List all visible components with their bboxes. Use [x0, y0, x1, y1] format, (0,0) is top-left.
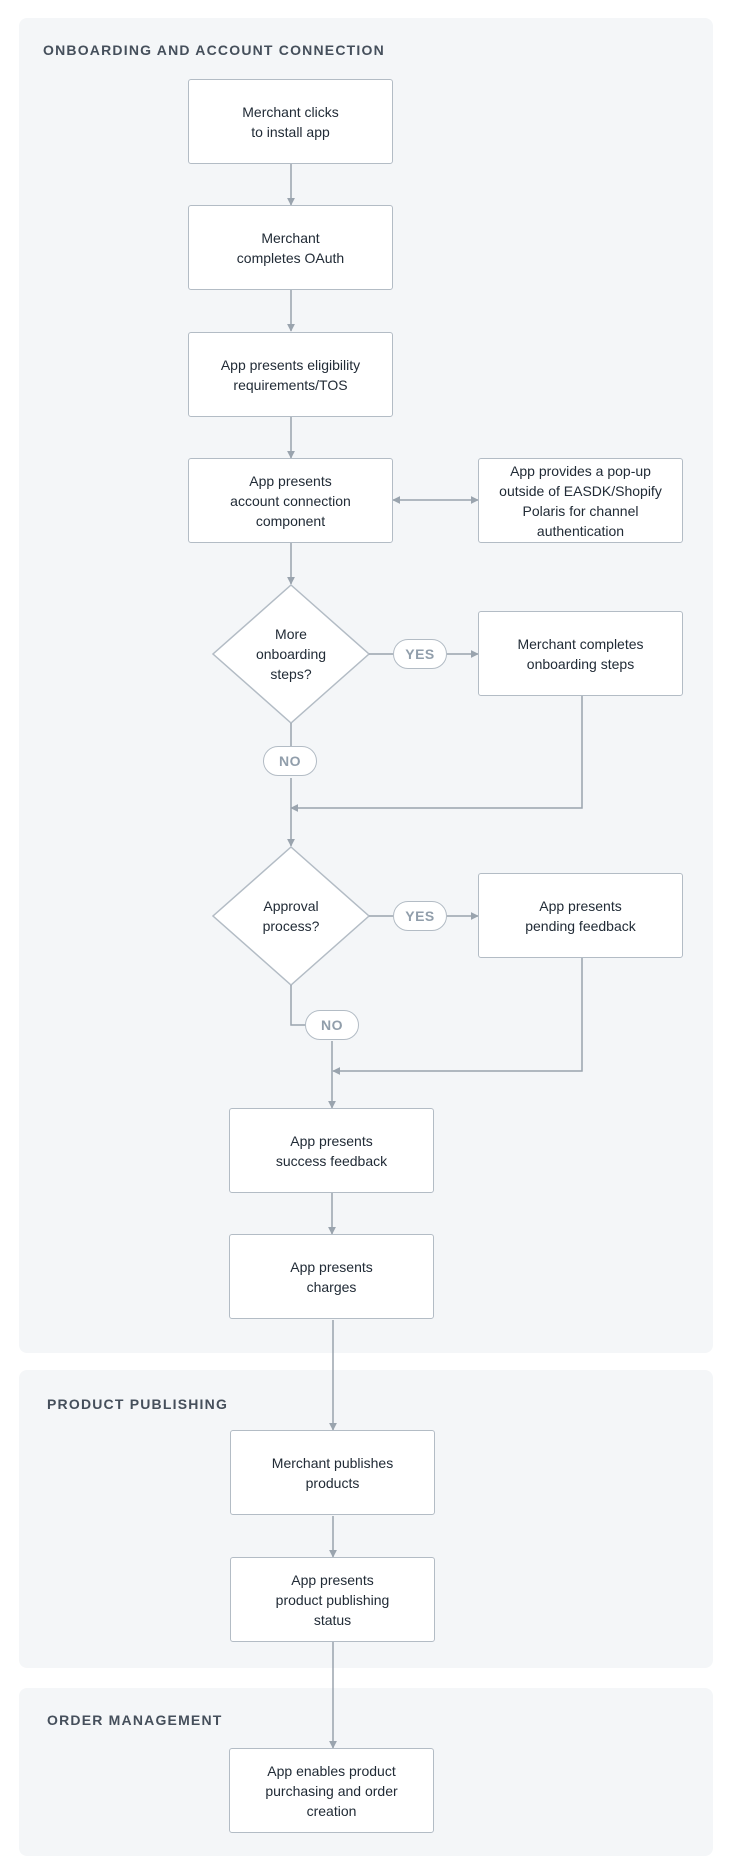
label-no-more-steps: NO	[263, 746, 317, 776]
node-merchant-completes-steps: Merchant completes onboarding steps	[478, 611, 683, 696]
node-merchant-publishes-products: Merchant publishes products	[230, 1430, 435, 1515]
node-merchant-clicks-install: Merchant clicks to install app	[188, 79, 393, 164]
node-enables-product-purchasing: App enables product purchasing and order…	[229, 1748, 434, 1833]
node-account-connection: App presents account connection componen…	[188, 458, 393, 543]
line-complete-return	[290, 696, 583, 812]
node-pending-feedback: App presents pending feedback	[478, 873, 683, 958]
label-no-approval: NO	[305, 1010, 359, 1040]
line-pending-return	[332, 958, 583, 1075]
node-charges: App presents charges	[229, 1234, 434, 1319]
section-title-orders: ORDER MANAGEMENT	[47, 1712, 223, 1728]
node-merchant-completes-oauth: Merchant completes OAuth	[188, 205, 393, 290]
label-yes-more-steps: YES	[393, 639, 447, 669]
node-product-publishing-status: App presents product publishing status	[230, 1557, 435, 1642]
decision-more-onboarding-steps: More onboarding steps?	[255, 626, 327, 682]
section-title-publishing: PRODUCT PUBLISHING	[47, 1396, 229, 1412]
line-decision2-no	[290, 985, 306, 1026]
node-eligibility-requirements: App presents eligibility requirements/TO…	[188, 332, 393, 417]
node-popup-authentication: App provides a pop-up outside of EASDK/S…	[478, 458, 683, 543]
label-yes-approval: YES	[393, 901, 447, 931]
decision-approval-process: Approval process?	[262, 898, 320, 934]
section-title-onboarding: ONBOARDING AND ACCOUNT CONNECTION	[43, 42, 385, 58]
node-success-feedback: App presents success feedback	[229, 1108, 434, 1193]
